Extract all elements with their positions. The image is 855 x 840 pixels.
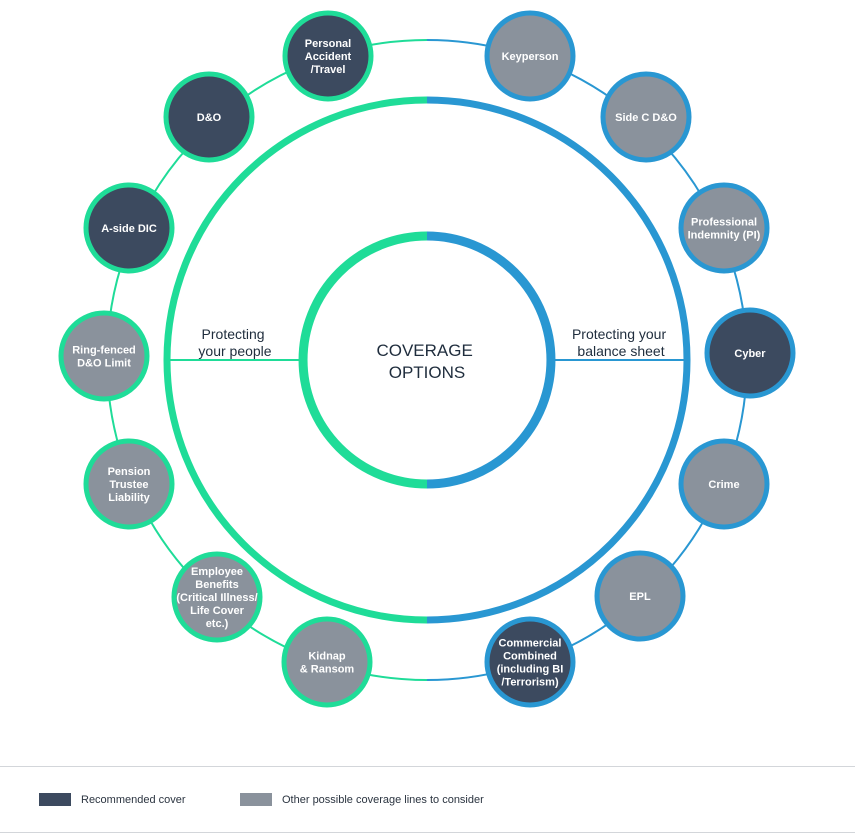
coverage-node-label: Crime: [708, 479, 739, 491]
coverage-node-d-and-o: D&O: [163, 71, 255, 163]
coverage-node-label: A-side DIC: [101, 223, 157, 235]
coverage-node-circle: [600, 71, 692, 163]
coverage-node-a-side-dic: A-side DIC: [83, 182, 175, 274]
inner-ring-left-arc: [298, 231, 428, 489]
coverage-node-circle: [704, 307, 796, 399]
coverage-node-label: (including BI: [497, 664, 564, 676]
legend-other-swatch: [240, 793, 272, 806]
right-side-label: Protecting your balance sheet: [572, 326, 670, 359]
center-title: COVERAGE OPTIONS: [376, 341, 477, 382]
coverage-node-label: Keyperson: [502, 51, 559, 63]
coverage-node-label: (Critical Illness/: [176, 592, 257, 604]
coverage-node-label: Pension: [108, 466, 151, 478]
coverage-node-label: Personal: [305, 38, 351, 50]
coverage-node-circle: [678, 438, 770, 530]
coverage-node-crime: Crime: [678, 438, 770, 530]
coverage-node-epl: EPL: [594, 550, 686, 642]
middle-ring-left-arc: [163, 96, 428, 624]
legend-recommended: Recommended cover: [39, 793, 186, 806]
coverage-node-label: /Terrorism): [501, 677, 559, 689]
coverage-node-circle: [58, 310, 150, 402]
middle-ring-right-arc: [426, 96, 691, 624]
coverage-node-circle: [83, 438, 175, 530]
coverage-node-keyperson: Keyperson: [484, 10, 576, 102]
coverage-node-circle: [171, 551, 263, 643]
legend-recommended-label: Recommended cover: [81, 793, 186, 806]
coverage-node-label: etc.): [206, 618, 229, 630]
coverage-node-circle: [678, 182, 770, 274]
coverage-node-label: Trustee: [109, 479, 148, 491]
coverage-node-label: /Travel: [311, 64, 346, 76]
coverage-node-label: Ring-fenced: [72, 345, 136, 357]
legend-top-rule: [0, 766, 855, 767]
coverage-node-label: D&O Limit: [77, 358, 131, 370]
inner-ring-right-arc: [426, 231, 556, 489]
coverage-node-label: EPL: [629, 591, 651, 603]
legend-recommended-swatch: [39, 793, 71, 806]
coverage-node-label: Liability: [108, 492, 150, 504]
coverage-node-label: Life Cover: [190, 605, 245, 617]
coverage-node-cyber: Cyber: [704, 307, 796, 399]
coverage-node-circle: [484, 10, 576, 102]
legend-other-label: Other possible coverage lines to conside…: [282, 793, 484, 806]
legend-bottom-rule: [0, 832, 855, 833]
coverage-node-label: & Ransom: [300, 664, 355, 676]
coverage-node-circle: [282, 10, 374, 102]
coverage-node-label: Accident: [305, 51, 352, 63]
coverage-node-label: Combined: [503, 651, 557, 663]
coverage-node-circle: [83, 182, 175, 274]
coverage-node-circle: [163, 71, 255, 163]
coverage-node-label: Benefits: [195, 579, 238, 591]
coverage-node-label: D&O: [197, 112, 222, 124]
coverage-node-label: Indemnity (PI): [688, 230, 761, 242]
coverage-node-label: Professional: [691, 217, 757, 229]
coverage-node-label: Employee: [191, 566, 243, 578]
coverage-node-label: Cyber: [734, 348, 766, 360]
left-side-label: Protecting your people: [198, 326, 271, 359]
coverage-node-side-c-do: Side C D&O: [600, 71, 692, 163]
coverage-node-label: Commercial: [499, 638, 562, 650]
coverage-node-label: Kidnap: [308, 651, 346, 663]
coverage-node-circle: [484, 616, 576, 708]
legend-other: Other possible coverage lines to conside…: [240, 793, 484, 806]
coverage-node-kidnap-ransom: Kidnap& Ransom: [281, 616, 373, 708]
coverage-node-circle: [281, 616, 373, 708]
coverage-diagram: Protecting your people Protecting your b…: [58, 10, 796, 708]
coverage-node-label: Side C D&O: [615, 112, 677, 124]
coverage-node-circle: [594, 550, 686, 642]
